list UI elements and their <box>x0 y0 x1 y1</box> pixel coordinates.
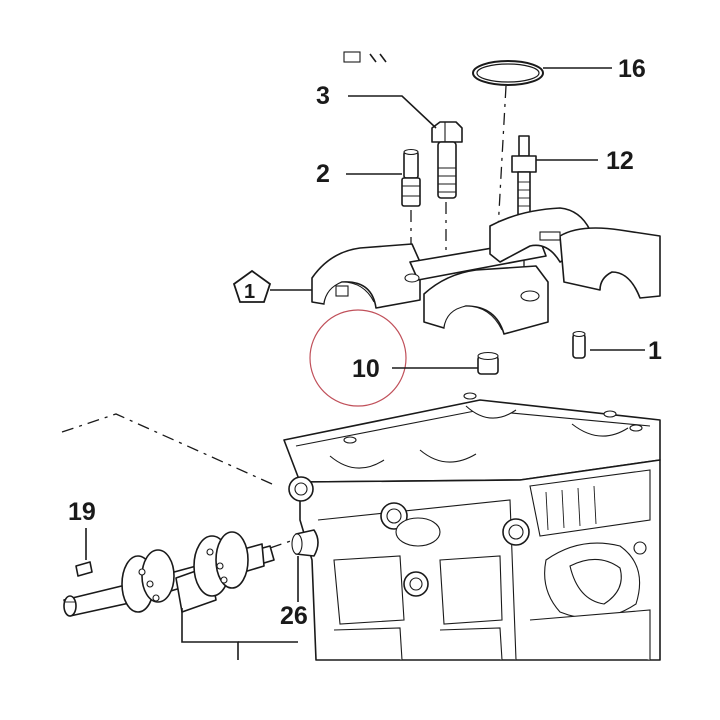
callout-1: 1 <box>244 281 255 303</box>
cylinder-head-block <box>283 392 661 661</box>
callout-26: 26 <box>280 602 308 630</box>
o-ring-part <box>472 60 544 86</box>
bolt-part <box>431 121 463 199</box>
axis-line-16 <box>497 85 507 231</box>
seal-plug-part <box>291 529 319 557</box>
camshaft-part <box>63 531 275 617</box>
leader-3 <box>348 95 437 129</box>
callout-12: 12 <box>606 147 634 175</box>
sleeve-part <box>477 351 499 375</box>
callout-edge: 1 <box>648 337 662 365</box>
callout-10: 10 <box>352 355 380 383</box>
callout-2: 2 <box>316 160 330 188</box>
highlight-circle <box>309 309 407 407</box>
woodruff-key-part <box>75 561 93 577</box>
bearing-cap-part <box>311 207 661 335</box>
callout-1-pentagon <box>232 269 272 303</box>
callout-16: 16 <box>618 55 646 83</box>
dowel-pin-part <box>572 330 586 359</box>
dowel-stud-part <box>401 148 421 207</box>
alignment-line-left <box>61 413 273 485</box>
callout-3: 3 <box>316 82 330 110</box>
callout-19: 19 <box>68 498 96 526</box>
leader-camshaft <box>181 608 239 660</box>
cut-off-top-marks <box>343 51 387 63</box>
